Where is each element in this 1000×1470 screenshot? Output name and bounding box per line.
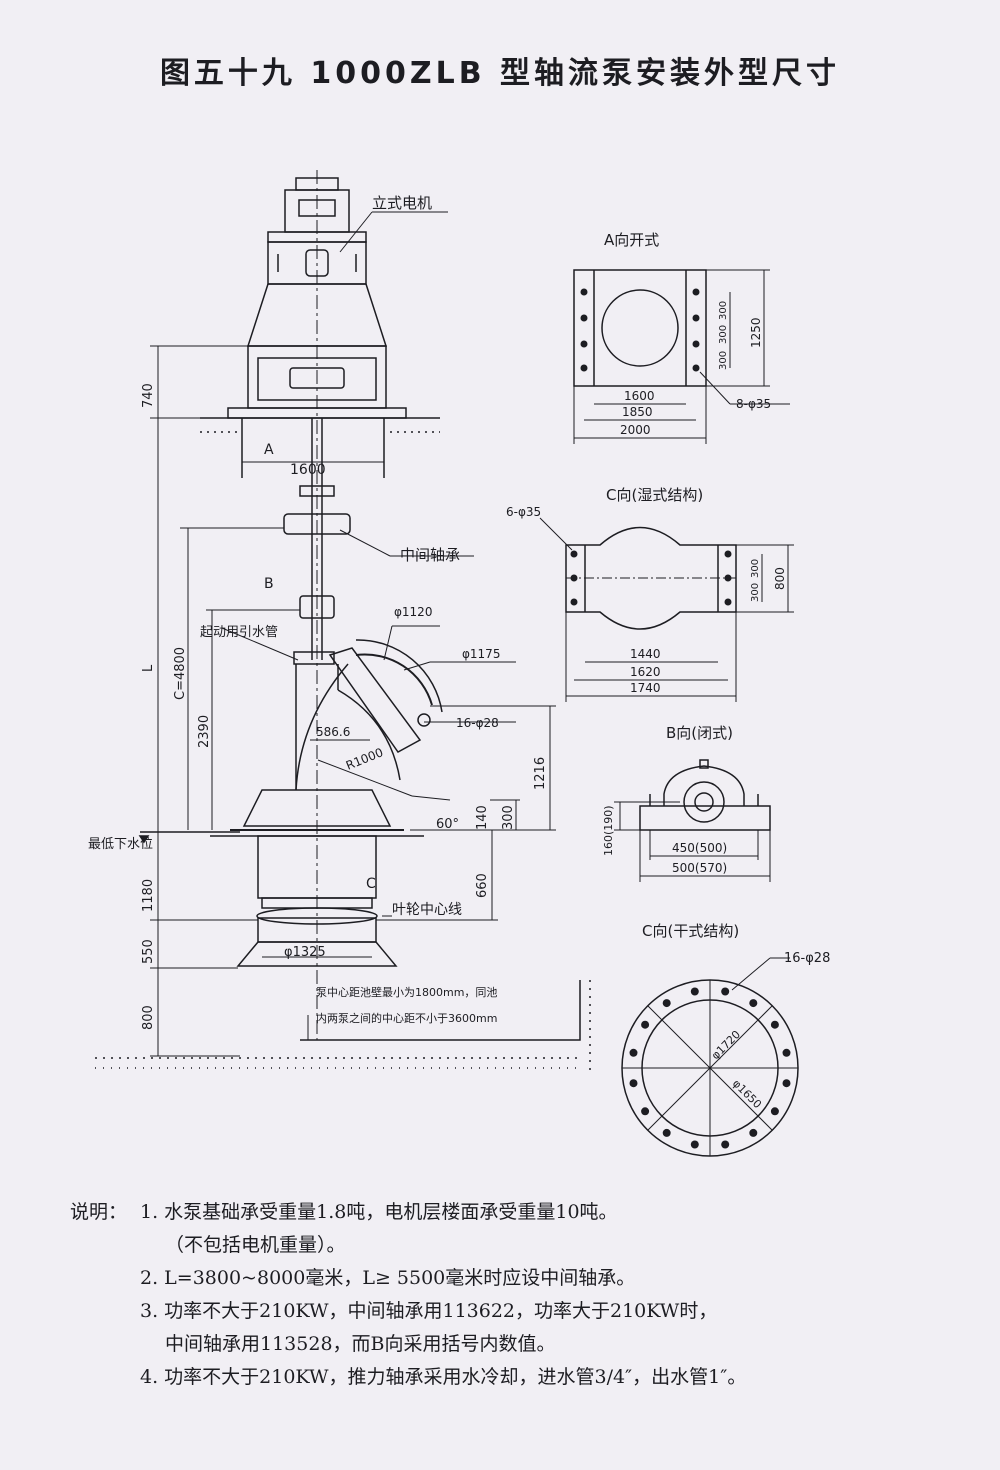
dim-140: 140 bbox=[475, 805, 490, 830]
impeller-line-label: 叶轮中心线 bbox=[392, 902, 462, 918]
dim-1600: 1600 bbox=[290, 462, 326, 478]
flange-bolt-hole bbox=[690, 987, 699, 996]
flange-bolt-hole bbox=[629, 1079, 638, 1088]
flange-bolt-hole bbox=[662, 999, 671, 1008]
view-c-dry-holes: 16-φ28 bbox=[784, 951, 830, 966]
dim-r1000: R1000 bbox=[344, 745, 385, 773]
priming-pipe-label: 起动用引水管 bbox=[200, 625, 278, 640]
flange-bolt-hole bbox=[749, 1128, 758, 1137]
note-2: 2. L=3800~8000毫米，L≥ 5500毫米时应设中间轴承。 bbox=[140, 1267, 636, 1289]
view-c-wet-dim-300a: 300 bbox=[750, 559, 761, 578]
dim-phi1175: φ1175 bbox=[462, 647, 500, 661]
view-c-wet-dim-1620: 1620 bbox=[630, 665, 661, 679]
view-b bbox=[614, 759, 771, 882]
flange-bolt-hole bbox=[770, 1107, 779, 1116]
flange-bolt-hole bbox=[770, 1020, 779, 1029]
flange-bolt-hole bbox=[721, 1140, 730, 1149]
view-c-dry-phi1650: φ1650 bbox=[730, 1077, 764, 1111]
note-1: 1. 水泵基础承受重量1.8吨，电机层楼面承受重量10吨。 bbox=[140, 1201, 618, 1223]
view-a-dim-1850: 1850 bbox=[622, 405, 653, 419]
view-b-dim-450: 450(500) bbox=[672, 841, 727, 855]
flange-bolt-hole bbox=[782, 1048, 791, 1057]
page-title: 图五十九 1000ZLB 型轴流泵安装外型尺寸 bbox=[159, 56, 841, 91]
dim-holes16: 16-φ28 bbox=[456, 716, 499, 730]
view-c-wet-holes: 6-φ35 bbox=[506, 505, 541, 519]
dim-800: 800 bbox=[141, 1005, 156, 1030]
floor-slab bbox=[200, 417, 440, 478]
view-b-dim-160: 160(190) bbox=[602, 805, 615, 856]
low-water-label: 最低下水位 bbox=[88, 837, 153, 852]
view-b-arrow: B bbox=[264, 576, 274, 592]
view-b-dim-500: 500(570) bbox=[672, 861, 727, 875]
view-c-arrow: C bbox=[366, 876, 376, 892]
flange-bolt-hole bbox=[782, 1079, 791, 1088]
note-3b: 中间轴承用113528，而B向采用括号内数值。 bbox=[165, 1333, 556, 1355]
view-a-arrow: A bbox=[264, 442, 274, 458]
dim-phi1325: φ1325 bbox=[284, 945, 326, 960]
flange-bolt-hole bbox=[749, 999, 758, 1008]
view-a-dim-300b: 300 bbox=[718, 325, 729, 344]
intermediate-bearing bbox=[283, 513, 351, 535]
view-c-wet-dim-1440: 1440 bbox=[630, 647, 661, 661]
dim-740: 740 bbox=[141, 383, 156, 408]
view-c-dry-title: C向(干式结构) bbox=[642, 922, 739, 940]
view-a-dim-300c: 300 bbox=[718, 351, 729, 370]
flange-bolt-hole bbox=[721, 987, 730, 996]
notes-label: 说明： bbox=[70, 1201, 128, 1223]
note-3: 3. 功率不大于210KW，中间轴承用113622，功率大于210KW时， bbox=[140, 1300, 718, 1322]
dim-2390: 2390 bbox=[197, 715, 212, 748]
motor-label: 立式电机 bbox=[372, 194, 432, 212]
dim-1216: 1216 bbox=[533, 757, 548, 790]
view-b-title: B向(闭式) bbox=[666, 724, 733, 742]
dim-1180: 1180 bbox=[141, 879, 156, 912]
dim-phi1120: φ1120 bbox=[394, 605, 432, 619]
installation-drawing: 立式电机 中间轴承 起动用引水管 最低下水位 叶轮中心线 A B C 泵中心距池… bbox=[88, 170, 830, 1157]
flange-bolt-hole bbox=[629, 1048, 638, 1057]
flange-bolt-hole bbox=[641, 1020, 650, 1029]
wall-note-1: 泵中心距池壁最小为1800mm，同池 bbox=[316, 985, 497, 999]
notes: 说明： 1. 水泵基础承受重量1.8吨，电机层楼面承受重量10吨。 （不包括电机重… bbox=[70, 1196, 950, 1394]
view-c-dry bbox=[621, 957, 799, 1157]
view-a-holes: 8-φ35 bbox=[736, 397, 771, 411]
wall-note-2: 内两泵之间的中心距不小于3600mm bbox=[316, 1011, 497, 1025]
view-a-title: A向开式 bbox=[604, 231, 659, 249]
flange-bolt-hole bbox=[662, 1128, 671, 1137]
view-c-wet bbox=[539, 517, 794, 702]
dim-300: 300 bbox=[501, 805, 516, 830]
view-c-wet-dim-800: 800 bbox=[773, 567, 787, 590]
view-c-wet-title: C向(湿式结构) bbox=[606, 486, 703, 504]
dim-L: L bbox=[141, 664, 156, 672]
dim-angle60: 60° bbox=[436, 817, 459, 832]
view-a-dim-1600: 1600 bbox=[624, 389, 655, 403]
dim-550: 550 bbox=[141, 939, 156, 964]
note-1b: （不包括电机重量）。 bbox=[165, 1234, 346, 1256]
view-a-dim-2000: 2000 bbox=[620, 423, 651, 437]
dim-660: 660 bbox=[475, 873, 490, 898]
view-a-dim-1250: 1250 bbox=[749, 317, 763, 348]
view-a bbox=[573, 269, 790, 444]
flange-bolt-hole bbox=[641, 1107, 650, 1116]
main-elevation bbox=[95, 170, 591, 1070]
flange-bolt-hole bbox=[690, 1140, 699, 1149]
view-c-wet-dim-1740: 1740 bbox=[630, 681, 661, 695]
view-c-dry-phi1720: φ1720 bbox=[709, 1028, 743, 1062]
view-a-dim-300a: 300 bbox=[718, 301, 729, 320]
dim-586: 586.6 bbox=[316, 725, 350, 739]
view-c-wet-dim-300b: 300 bbox=[750, 583, 761, 602]
dim-c4800: C=4800 bbox=[173, 647, 188, 700]
note-4: 4. 功率不大于210KW，推力轴承采用水冷却，进水管3/4″，出水管1″。 bbox=[140, 1366, 747, 1388]
mid-bearing-label: 中间轴承 bbox=[400, 546, 460, 564]
